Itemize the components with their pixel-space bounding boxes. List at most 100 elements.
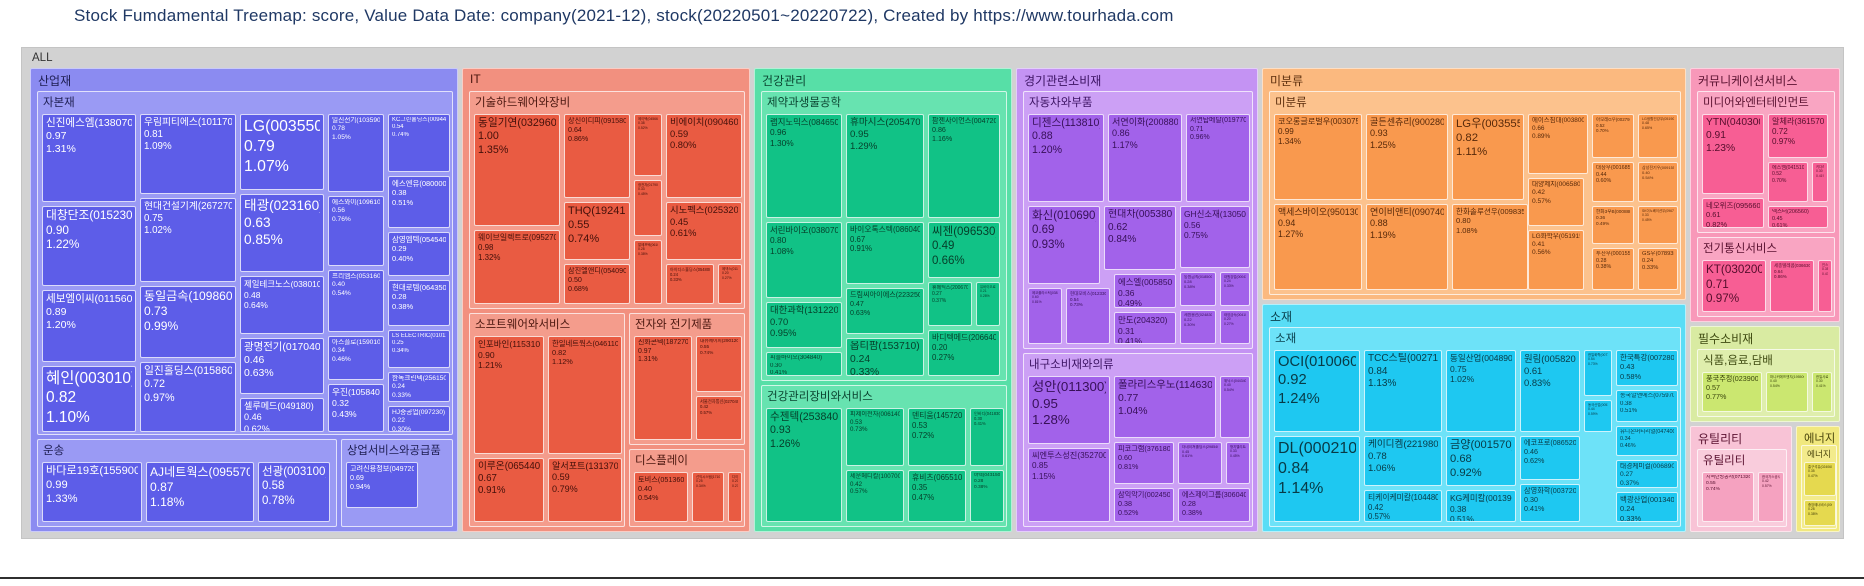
industry-label[interactable]: 식품,음료,담배	[1703, 355, 1773, 367]
industry-label[interactable]: 미디어와엔터테인먼트	[1703, 97, 1809, 109]
industry-label[interactable]: 상업서비스와공급품	[347, 445, 441, 457]
sector-label-industrials[interactable]: 산업재	[38, 74, 72, 88]
treemap-tile[interactable]: SK이노베이션우(096775)0.330.45%	[1638, 206, 1678, 244]
industry-label[interactable]: 소재	[1275, 333, 1297, 345]
sector-label-consumer-discretionary[interactable]: 경기관련소비재	[1024, 74, 1102, 88]
sector-label-communication-services[interactable]: 커뮤니케이션서비스	[1698, 74, 1798, 88]
treemap-tile[interactable]: 한국가스공사(036460)0.420.57%	[1758, 472, 1784, 522]
treemap-tile[interactable]: 에넥스(011090)0.200.27%	[718, 264, 742, 304]
industry-label[interactable]: 전기통신서비스	[1703, 243, 1778, 255]
sector-label-health[interactable]: 건강관리	[762, 74, 807, 88]
treemap-tile[interactable]: LS ELECTRIC(010120)0.250.34%	[388, 330, 450, 368]
sector-label-unclassified[interactable]: 미분류	[1270, 74, 1304, 88]
industry-label[interactable]: 자동차와부품	[1029, 97, 1093, 109]
treemap-tile[interactable]: 인스코비(006490)0.350.47%	[1818, 260, 1832, 312]
industry-label[interactable]: 건강관리장비와서비스	[767, 391, 873, 403]
treemap-tile[interactable]: 선익시스템(171090)0.250.34%	[692, 472, 724, 522]
treemap-tile[interactable]: 한일사료(005860)0.300.41%	[1812, 372, 1832, 412]
treemap-tile[interactable]: 에이텍(045660)0.380.52%	[634, 114, 662, 176]
industry-label[interactable]: 제약과생물공학	[767, 97, 842, 109]
industry-label[interactable]: 기술하드웨어와장비	[475, 97, 571, 109]
treemap-tile[interactable]: GS우(078935)0.240.33%	[1638, 248, 1678, 290]
industry-label[interactable]: 자본재	[43, 97, 75, 109]
sector-label-energy[interactable]: 에너지	[1804, 433, 1836, 445]
treemap-tile[interactable]: 에코플라스틱(038110)0.600.81%	[1028, 288, 1062, 344]
industry-label[interactable]: 미분류	[1275, 97, 1307, 109]
industry-label[interactable]: 디스플레이	[635, 455, 688, 467]
sector-label-materials[interactable]: 소재	[1270, 310, 1293, 324]
